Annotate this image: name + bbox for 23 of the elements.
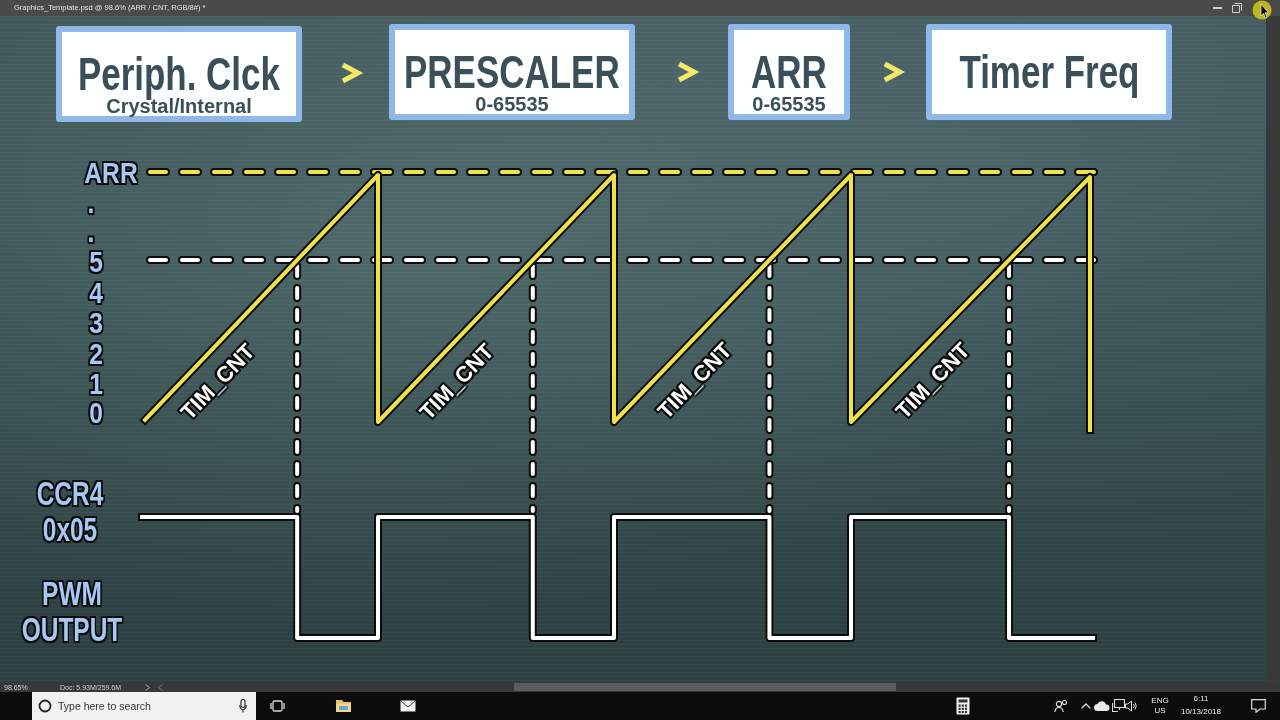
process-box (56, 26, 302, 122)
axis-dot: . (87, 193, 95, 213)
axis-label: 2 (89, 340, 103, 368)
tray-text: 6:11 (1192, 694, 1210, 704)
process-box (728, 24, 850, 120)
process-box (389, 24, 635, 120)
box-subtitle: 0-65535 (752, 94, 826, 114)
axis-label: 3 (89, 309, 103, 337)
process-box (926, 24, 1172, 120)
axis-label: 5 (89, 248, 103, 276)
box-subtitle: 0-65535 (475, 94, 549, 114)
tray-text: ENG US (1151, 696, 1169, 716)
axis-label: 0 (89, 399, 103, 427)
box-title: ARR (751, 50, 827, 94)
signal-label: PWM OUTPUT (20, 575, 124, 647)
axis-label: 1 (89, 370, 103, 398)
tray-text: 10/13/2018 (1179, 707, 1222, 717)
axis-label: 4 (89, 279, 103, 307)
axis-label: ARR (84, 159, 138, 187)
signal-label: CCR4 0x05 (35, 475, 105, 547)
box-title: PRESCALER (404, 50, 620, 94)
axis-dot: . (87, 222, 95, 242)
search-field: Type here to search (32, 692, 256, 720)
